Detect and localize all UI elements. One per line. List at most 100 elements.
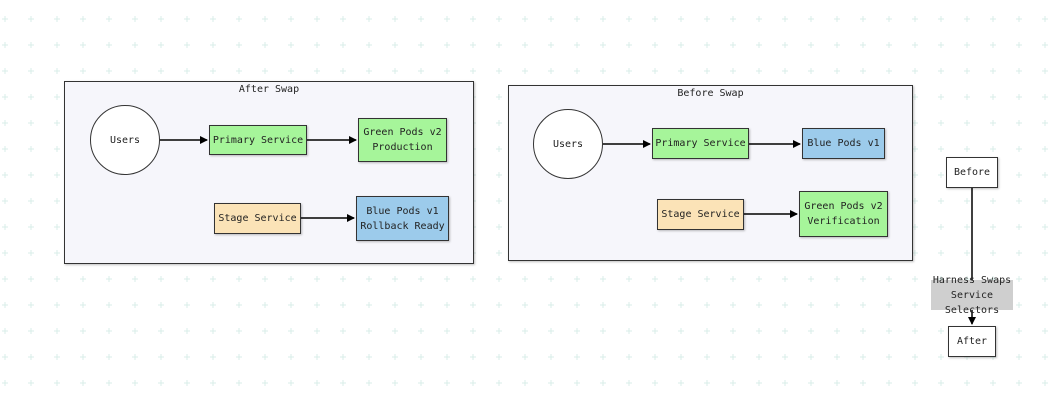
grid-mark	[1016, 328, 1022, 334]
grid-mark	[574, 276, 580, 282]
grid-mark	[54, 146, 60, 152]
grid-mark	[626, 42, 632, 48]
after-green-pods-node[interactable]: Green Pods v2 Production	[358, 118, 447, 162]
before-node[interactable]: Before	[946, 157, 998, 188]
grid-mark	[314, 42, 320, 48]
grid-mark	[626, 302, 632, 308]
after-blue-pods-node[interactable]: Blue Pods v1 Rollback Ready	[356, 196, 449, 241]
grid-mark	[444, 380, 450, 386]
grid-mark	[288, 328, 294, 334]
grid-mark	[314, 380, 320, 386]
grid-mark	[470, 380, 476, 386]
grid-mark	[678, 276, 684, 282]
grid-mark	[80, 276, 86, 282]
after-node[interactable]: After	[948, 326, 996, 357]
grid-mark	[496, 250, 502, 256]
grid-mark	[990, 198, 996, 204]
grid-mark	[210, 16, 216, 22]
grid-mark	[496, 224, 502, 230]
grid-mark	[990, 68, 996, 74]
grid-mark	[106, 302, 112, 308]
after-primary-service-node[interactable]: Primary Service	[209, 125, 307, 155]
grid-mark	[158, 354, 164, 360]
after-users-node[interactable]: Users	[90, 105, 160, 175]
grid-mark	[808, 302, 814, 308]
grid-mark	[392, 276, 398, 282]
grid-mark	[54, 120, 60, 126]
grid-mark	[340, 68, 346, 74]
grid-mark	[938, 328, 944, 334]
grid-mark	[1016, 172, 1022, 178]
grid-mark	[392, 328, 398, 334]
grid-mark	[990, 250, 996, 256]
grid-mark	[860, 354, 866, 360]
grid-mark	[2, 16, 8, 22]
grid-mark	[54, 16, 60, 22]
grid-mark	[1016, 250, 1022, 256]
grid-mark	[2, 68, 8, 74]
grid-mark	[756, 354, 762, 360]
grid-mark	[600, 380, 606, 386]
grid-mark	[522, 328, 528, 334]
grid-mark	[2, 172, 8, 178]
grid-mark	[938, 120, 944, 126]
grid-mark	[652, 68, 658, 74]
grid-mark	[314, 16, 320, 22]
grid-mark	[106, 68, 112, 74]
grid-mark	[470, 328, 476, 334]
grid-mark	[860, 328, 866, 334]
grid-mark	[470, 42, 476, 48]
grid-mark	[28, 68, 34, 74]
grid-mark	[938, 380, 944, 386]
grid-mark	[522, 42, 528, 48]
grid-mark	[782, 68, 788, 74]
grid-mark	[756, 68, 762, 74]
grid-mark	[1042, 172, 1048, 178]
grid-mark	[678, 42, 684, 48]
grid-mark	[964, 42, 970, 48]
grid-mark	[730, 354, 736, 360]
before-users-node[interactable]: Users	[533, 109, 603, 179]
grid-mark	[782, 276, 788, 282]
grid-mark	[1042, 120, 1048, 126]
grid-mark	[288, 42, 294, 48]
grid-mark	[782, 328, 788, 334]
grid-mark	[132, 68, 138, 74]
grid-mark	[756, 328, 762, 334]
grid-mark	[392, 380, 398, 386]
after-stage-service-node[interactable]: Stage Service	[214, 203, 301, 234]
grid-mark	[600, 68, 606, 74]
grid-mark	[652, 354, 658, 360]
grid-mark	[132, 276, 138, 282]
grid-mark	[834, 276, 840, 282]
grid-mark	[652, 16, 658, 22]
grid-mark	[626, 276, 632, 282]
before-primary-service-node[interactable]: Primary Service	[652, 128, 749, 159]
grid-mark	[28, 380, 34, 386]
grid-mark	[28, 198, 34, 204]
grid-mark	[158, 42, 164, 48]
grid-mark	[886, 276, 892, 282]
grid-mark	[938, 224, 944, 230]
grid-mark	[938, 172, 944, 178]
grid-mark	[1042, 302, 1048, 308]
grid-mark	[574, 302, 580, 308]
grid-mark	[28, 172, 34, 178]
grid-mark	[366, 302, 372, 308]
before-stage-service-node[interactable]: Stage Service	[657, 199, 744, 230]
grid-mark	[418, 380, 424, 386]
grid-mark	[288, 354, 294, 360]
after-swap-title: After Swap	[238, 84, 300, 95]
grid-mark	[1042, 198, 1048, 204]
grid-mark	[80, 68, 86, 74]
grid-mark	[782, 16, 788, 22]
grid-mark	[808, 42, 814, 48]
grid-mark	[158, 68, 164, 74]
grid-mark	[496, 328, 502, 334]
grid-mark	[392, 302, 398, 308]
grid-mark	[2, 276, 8, 282]
before-green-pods-node[interactable]: Green Pods v2 Verification	[799, 191, 888, 237]
grid-mark	[54, 172, 60, 178]
before-blue-pods-node[interactable]: Blue Pods v1	[802, 128, 885, 159]
grid-mark	[964, 198, 970, 204]
